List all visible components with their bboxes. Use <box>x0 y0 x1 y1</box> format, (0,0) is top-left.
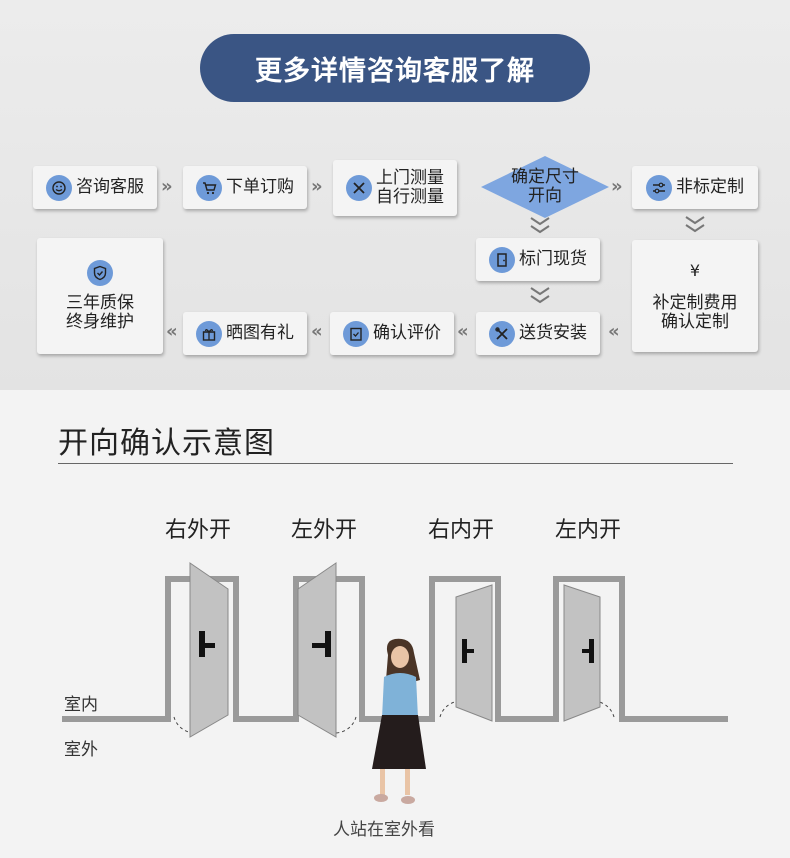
step-delivery: 送货安装 <box>476 312 600 355</box>
step-confirm-size: 确定尺寸 开向 <box>480 155 610 219</box>
step-label: 下单订购 <box>226 177 294 197</box>
chevron-down-icon <box>530 217 550 234</box>
tools-icon <box>346 175 372 201</box>
step-label: 咨询客服 <box>76 177 144 197</box>
step-order: 下单订购 <box>183 166 307 209</box>
section-title: 开向确认示意图 <box>58 426 275 461</box>
orientation-section <box>0 390 790 858</box>
step-review: 确认评价 <box>330 312 454 355</box>
step-consult: 咨询客服 <box>33 166 157 209</box>
wrench-icon <box>489 320 515 347</box>
chevron-right-icon: » <box>161 176 173 197</box>
viewpoint-caption: 人站在室外看 <box>333 820 435 840</box>
chevron-left-icon: « <box>311 321 323 342</box>
chevron-left-icon: « <box>457 321 469 342</box>
clipboard-icon <box>343 320 369 347</box>
step-label: 确认评价 <box>373 323 441 343</box>
door-right-out <box>173 562 229 738</box>
yen-symbol: ¥ <box>689 260 701 280</box>
step-warranty: 三年质保 终身维护 <box>37 238 163 354</box>
door-diagram <box>62 562 728 804</box>
step-label: 上门测量 自行测量 <box>376 168 444 207</box>
step-measure: 上门测量 自行测量 <box>333 160 457 216</box>
chevron-left-icon: « <box>166 321 178 342</box>
shield-icon <box>87 260 113 286</box>
door-left-in <box>563 584 615 722</box>
chevron-down-icon <box>530 287 550 304</box>
step-custom: 非标定制 <box>632 166 758 209</box>
person-figure <box>372 638 426 804</box>
indoor-label: 室内 <box>64 695 98 715</box>
chevron-left-icon: « <box>608 321 620 342</box>
step-label: 三年质保 终身维护 <box>66 293 134 332</box>
step-label: 确定尺寸 开向 <box>511 167 579 206</box>
door-label-left-out: 左外开 <box>291 518 358 543</box>
step-label: 送货安装 <box>519 323 587 343</box>
divider <box>58 463 733 464</box>
step-gift: 晒图有礼 <box>183 312 307 355</box>
cart-icon <box>196 174 222 201</box>
step-label: 非标定制 <box>676 177 744 197</box>
sliders-icon <box>646 174 672 201</box>
door-left-out <box>297 562 357 738</box>
step-stock: 标门现货 <box>476 238 600 281</box>
door-label-right-in: 右内开 <box>428 518 495 543</box>
chevron-down-icon <box>685 216 705 233</box>
door-label-left-in: 左内开 <box>555 518 622 543</box>
step-label: 补定制费用 确认定制 <box>652 292 738 332</box>
door-label-right-out: 右外开 <box>165 518 232 543</box>
door-icon <box>489 246 515 273</box>
gift-icon <box>196 320 222 347</box>
outdoor-label: 室外 <box>64 740 98 760</box>
chevron-right-icon: » <box>311 176 323 197</box>
step-fee: ¥ 补定制费用 确认定制 <box>632 240 758 352</box>
chevron-right-icon: » <box>611 176 623 197</box>
door-right-in <box>439 584 493 722</box>
step-label: 晒图有礼 <box>226 323 294 343</box>
smile-icon <box>46 174 72 201</box>
step-label: 标门现货 <box>519 249 587 269</box>
consult-banner[interactable]: 更多详情咨询客服了解 <box>200 34 590 102</box>
